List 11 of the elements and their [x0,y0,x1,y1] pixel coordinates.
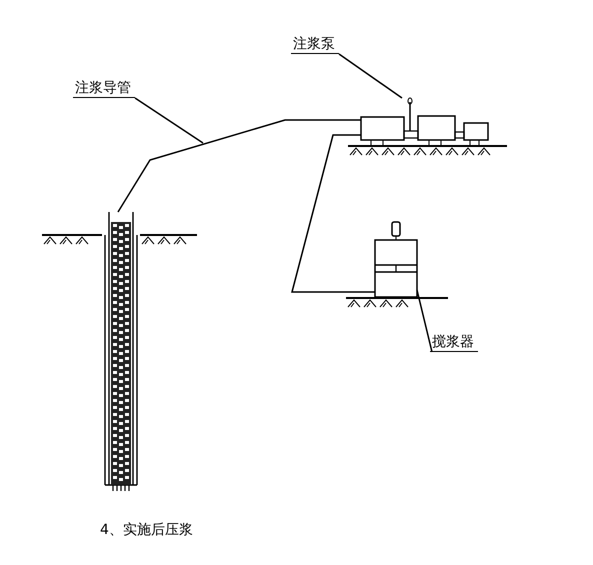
callout-label: 注浆泵 [291,36,339,54]
leader-line [338,53,402,99]
callout-label: 注浆导管 [73,80,135,98]
grout-pump-drawing [360,98,489,146]
figure-caption: 4、实施后压浆 [100,522,193,538]
grout-hose [291,134,375,293]
mixer-drawing [374,221,418,298]
pile-drawing [104,212,138,491]
leader-line [416,290,433,352]
callout-label: 搅浆器 [430,334,478,352]
leader-line [134,97,204,144]
